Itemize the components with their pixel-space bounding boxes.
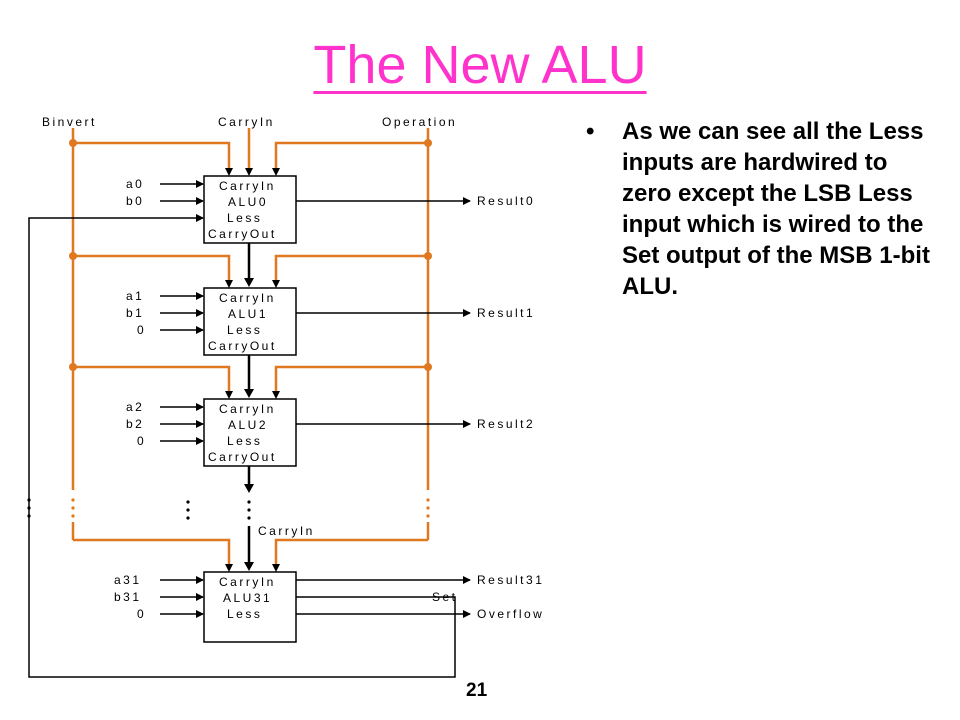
alu31-less: Less xyxy=(227,607,262,621)
alu0-carryout: CarryOut xyxy=(208,227,277,241)
alu31-input-a: a31 xyxy=(114,573,142,587)
carryin-top-label: CarryIn xyxy=(218,115,275,129)
bullet-text: As we can see all the Less inputs are ha… xyxy=(622,118,930,300)
alu0-less: Less xyxy=(227,211,262,225)
alu31-input-less: 0 xyxy=(137,607,146,621)
alu1-block: CarryIn ALU1 Less CarryOut a1 b1 0 Resul… xyxy=(126,287,535,356)
alu0-block: CarryIn ALU0 Less CarryOut a0 b0 Result0 xyxy=(126,175,535,244)
alu1-carryin: CarryIn xyxy=(219,291,276,305)
alu0-result: Result0 xyxy=(477,194,535,208)
operation-label: Operation xyxy=(382,115,457,129)
alu31-block: CarryIn ALU31 Less a31 b31 0 Result31 Se… xyxy=(114,571,544,643)
alu2-result: Result2 xyxy=(477,417,535,431)
alu2-block: CarryIn ALU2 Less CarryOut a2 b2 0 Resul… xyxy=(126,398,535,467)
alu2-input-less: 0 xyxy=(137,434,146,448)
alu2-carryout: CarryOut xyxy=(208,450,277,464)
alu2-name: ALU2 xyxy=(228,418,268,432)
alu1-input-b: b1 xyxy=(126,306,144,320)
carry-chain xyxy=(27,243,254,571)
alu31-name: ALU31 xyxy=(223,591,272,605)
alu0-input-a: a0 xyxy=(126,177,144,191)
slide-title: The New ALU xyxy=(313,35,647,95)
bullet-list: • As we can see all the Less inputs are … xyxy=(586,116,936,302)
alu2-less: Less xyxy=(227,434,262,448)
alu31-input-b: b31 xyxy=(114,590,142,604)
alu0-name: ALU0 xyxy=(228,195,268,209)
alu2-input-a: a2 xyxy=(126,400,144,414)
alu31-overflow: Overflow xyxy=(477,607,544,621)
binvert-label: Binvert xyxy=(42,115,97,129)
set-feedback-wire xyxy=(28,214,456,678)
alu31-carryin: CarryIn xyxy=(219,575,276,589)
alu1-carryout: CarryOut xyxy=(208,339,277,353)
alu1-result: Result1 xyxy=(477,306,535,320)
page-number: 21 xyxy=(466,680,488,701)
control-arrowheads xyxy=(225,168,280,572)
alu1-input-less: 0 xyxy=(137,323,146,337)
alu1-less: Less xyxy=(227,323,262,337)
alu1-input-a: a1 xyxy=(126,289,144,303)
bullet-marker: • xyxy=(586,118,595,145)
alu0-input-b: b0 xyxy=(126,194,144,208)
alu2-carryin: CarryIn xyxy=(219,402,276,416)
alu1-name: ALU1 xyxy=(228,307,268,321)
alu0-carryin: CarryIn xyxy=(219,179,276,193)
alu2-input-b: b2 xyxy=(126,417,144,431)
alu31-result: Result31 xyxy=(477,573,544,587)
carryin-mid-label: CarryIn xyxy=(258,524,315,538)
control-wires xyxy=(69,128,432,568)
